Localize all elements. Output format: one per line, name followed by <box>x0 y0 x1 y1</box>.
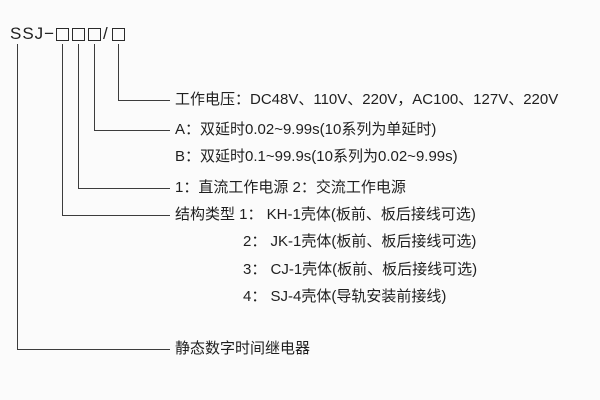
row-delay-a: A：双延时0.02~9.99s(10系列为单延时) <box>175 121 437 138</box>
hline-power <box>78 188 170 189</box>
vline-voltage <box>118 44 119 101</box>
digit-box-delay <box>88 28 101 41</box>
vline-structure <box>62 44 63 216</box>
hline-delay <box>94 130 170 131</box>
digit-box-structure <box>56 28 69 41</box>
hline-product-name <box>17 349 170 350</box>
row-structure-type-3: 3： CJ-1壳体(板前、板后接线可选) <box>243 261 478 278</box>
row-structure-type-2: 2： JK-1壳体(板前、板后接线可选) <box>243 233 477 250</box>
row-power-supply: 1：直流工作电源 2：交流工作电源 <box>175 179 406 196</box>
digit-box-power <box>72 28 85 41</box>
vline-product-name <box>17 44 18 350</box>
digit-box-voltage <box>112 28 125 41</box>
model-prefix: SSJ− <box>10 24 56 43</box>
row-structure-type-4: 4： SJ-4壳体(导轨安装前接线) <box>243 288 447 305</box>
row-delay-b: B：双延时0.1~99.9s(10系列为0.02~9.99s) <box>175 148 458 165</box>
row-structure-type-1: 结构类型 1： KH-1壳体(板前、板后接线可选) <box>175 206 476 223</box>
vline-power <box>78 44 79 189</box>
vline-delay <box>94 44 95 131</box>
row-working-voltage: 工作电压：DC48V、110V、220V，AC100、127V、220V <box>175 91 559 108</box>
hline-structure <box>62 215 170 216</box>
row-product-name: 静态数字时间继电器 <box>175 340 311 357</box>
slash-separator: / <box>103 24 109 43</box>
hline-voltage <box>118 100 170 101</box>
